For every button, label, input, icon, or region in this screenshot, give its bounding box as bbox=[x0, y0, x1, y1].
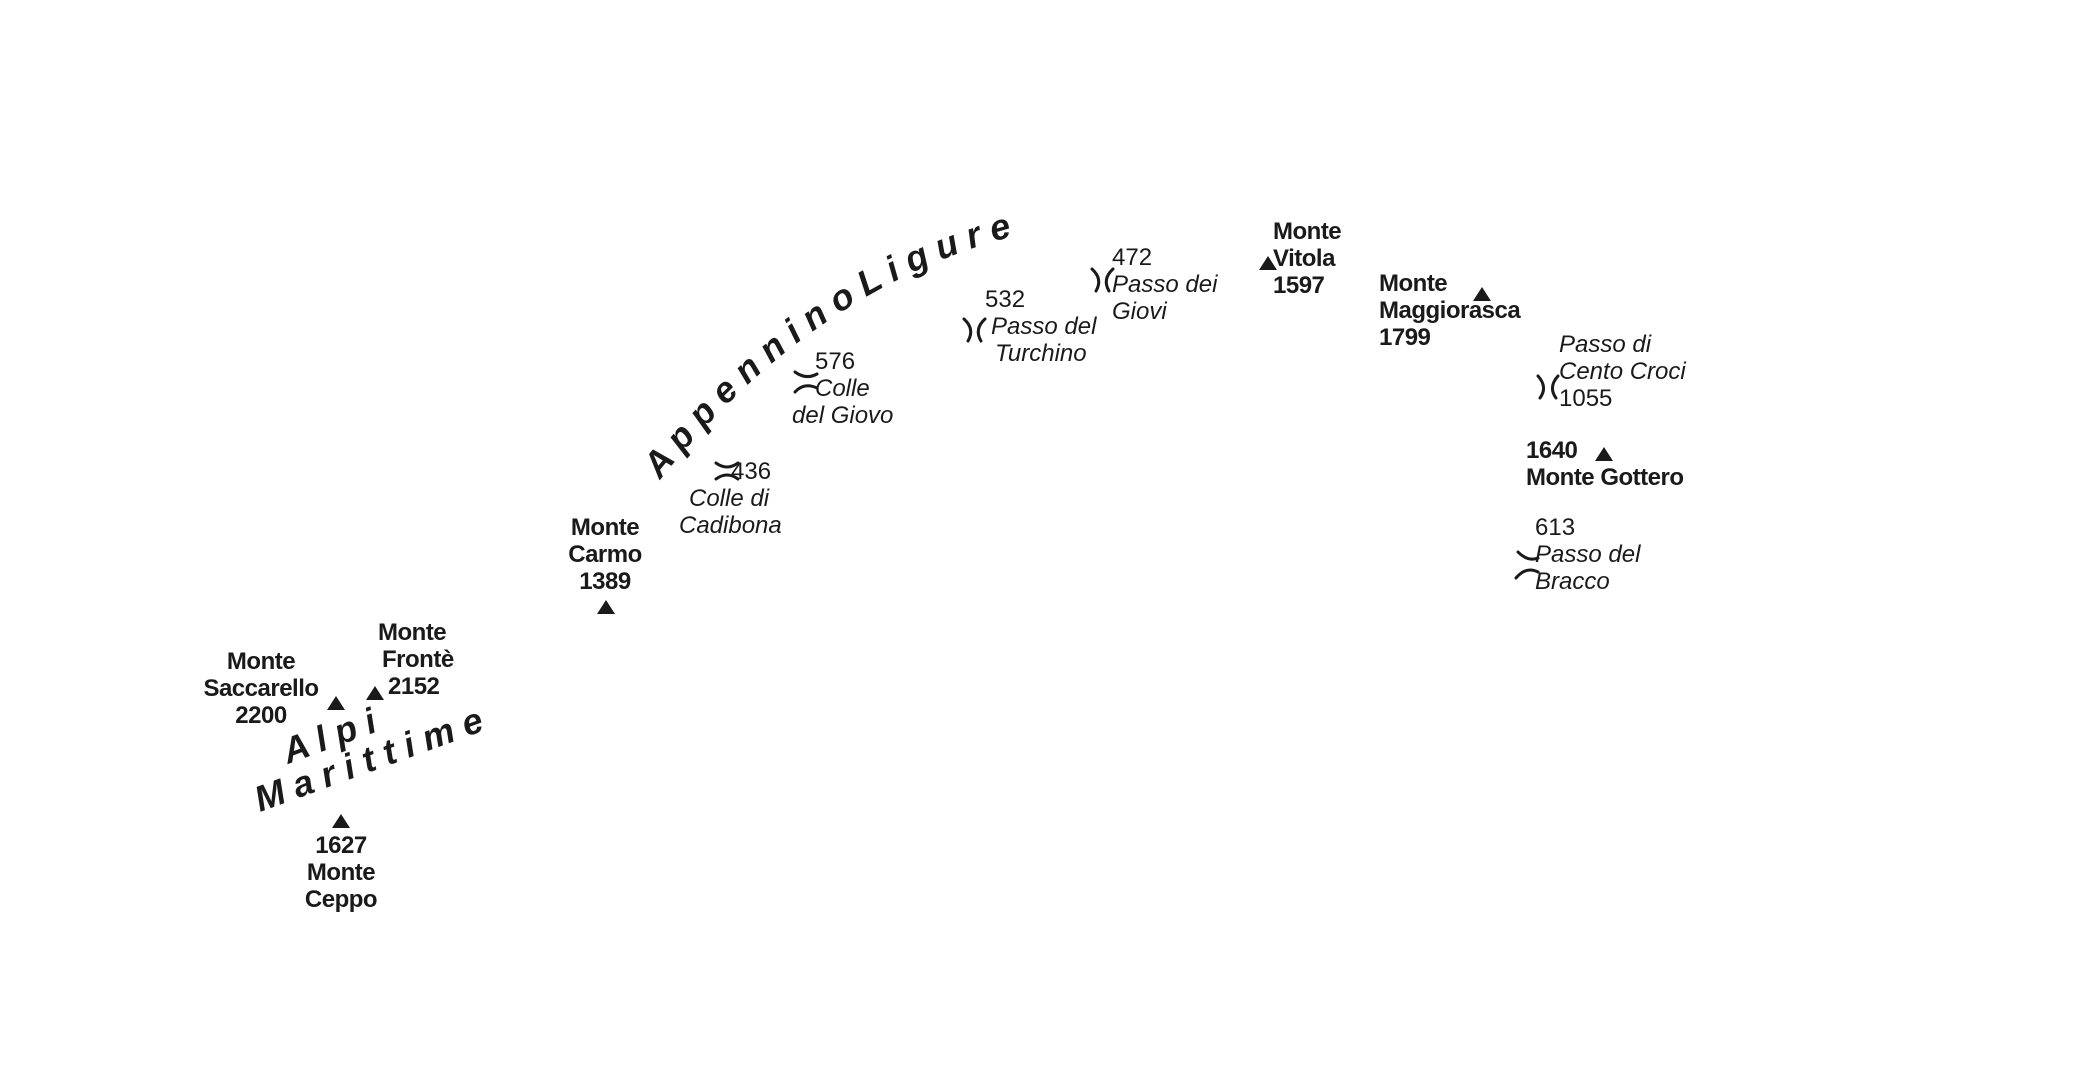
pass-giovi-elevation: 472 bbox=[1112, 244, 1153, 271]
peak-maggiorasca-line2: Maggiorasca bbox=[1379, 297, 1521, 324]
pass-cadibona-elevation: 436 bbox=[731, 458, 772, 485]
range-label-appennino-path: A p p e n n i n o L i g u r e bbox=[634, 204, 1015, 485]
pass-cento-croci-line1: Passo di bbox=[1559, 331, 1652, 358]
pass-giovo-elevation: 576 bbox=[815, 348, 856, 375]
pass-giovi-icon bbox=[1090, 267, 1115, 293]
pass-bracco-line1: Passo del bbox=[1535, 541, 1641, 568]
pass-cadibona-label: 436 Colle di Cadibona bbox=[679, 458, 782, 539]
peak-vitola-elevation: 1597 bbox=[1273, 272, 1325, 299]
peak-gottero-label: 1640 Monte Gottero bbox=[1526, 437, 1684, 491]
peak-gottero-icon bbox=[1595, 447, 1613, 461]
pass-turchino-icon bbox=[962, 317, 987, 343]
peak-vitola-line2: Vitola bbox=[1273, 245, 1335, 272]
peak-gottero-elevation: 1640 bbox=[1526, 437, 1578, 464]
peak-ceppo-icon bbox=[332, 814, 350, 828]
pass-cadibona-icon bbox=[714, 461, 740, 481]
peak-saccarello-line2: Saccarello bbox=[203, 675, 319, 702]
pass-turchino-line1: Passo del bbox=[991, 313, 1097, 340]
pass-giovi-line1: Passo dei bbox=[1112, 271, 1218, 298]
peak-carmo-icon bbox=[597, 600, 615, 614]
pass-cadibona-line2: Cadibona bbox=[679, 512, 782, 539]
pass-giovi-line2: Giovi bbox=[1112, 298, 1167, 325]
pass-bracco-elevation: 613 bbox=[1535, 514, 1576, 541]
peak-gottero-name: Monte Gottero bbox=[1526, 464, 1684, 491]
pass-cento-croci-icon bbox=[1536, 374, 1560, 400]
pass-turchino-line2: Turchino bbox=[995, 340, 1087, 367]
peak-ceppo-line1: Monte bbox=[306, 859, 376, 886]
pass-bracco-label: 613 Passo del Bracco bbox=[1535, 514, 1640, 595]
peak-vitola-icon bbox=[1259, 256, 1277, 270]
peak-maggiorasca-label: Monte Maggiorasca 1799 bbox=[1379, 270, 1521, 351]
peak-saccarello-label: Monte Saccarello 2200 bbox=[196, 648, 326, 729]
pass-giovo-icon bbox=[793, 370, 819, 394]
pass-giovo-line1: Colle bbox=[815, 375, 870, 402]
peak-maggiorasca-line1: Monte bbox=[1379, 270, 1448, 297]
peak-vitola-label: Monte Vitola 1597 bbox=[1273, 218, 1342, 299]
pass-bracco-line2: Bracco bbox=[1535, 568, 1610, 595]
peak-ceppo-label: 1627 Monte Ceppo bbox=[286, 832, 396, 913]
pass-cento-croci-elevation: 1055 bbox=[1559, 385, 1613, 412]
peak-vitola-line1: Monte bbox=[1273, 218, 1342, 245]
pass-turchino-label: 532 Passo del Turchino bbox=[985, 286, 1096, 367]
peak-maggiorasca-icon bbox=[1473, 287, 1491, 301]
peak-carmo-label: Monte Carmo 1389 bbox=[550, 514, 660, 595]
peak-fronte-line2: Frontè bbox=[382, 646, 454, 673]
pass-giovo-line2: del Giovo bbox=[792, 402, 894, 429]
pass-giovi-label: 472 Passo dei Giovi bbox=[1112, 244, 1217, 325]
peak-fronte-elevation: 2152 bbox=[388, 673, 440, 700]
peak-carmo-line1: Monte bbox=[570, 514, 640, 541]
peak-fronte-label: Monte Frontè 2152 bbox=[378, 619, 454, 700]
peak-fronte-line1: Monte bbox=[378, 619, 447, 646]
pass-bracco-icon bbox=[1514, 550, 1540, 580]
pass-giovo-label: 576 Colle del Giovo bbox=[792, 348, 893, 429]
peak-ceppo-line2: Ceppo bbox=[304, 886, 378, 913]
peak-fronte-icon bbox=[366, 686, 384, 700]
pass-turchino-elevation: 532 bbox=[985, 286, 1026, 313]
peak-saccarello-elevation: 2200 bbox=[235, 702, 287, 729]
pass-cento-croci-label: Passo di Cento Croci 1055 bbox=[1559, 331, 1686, 412]
range-label-appennino-ligure: A p p e n n i n o L i g u r e bbox=[634, 204, 1015, 485]
peak-saccarello-icon bbox=[327, 696, 345, 710]
peak-maggiorasca-elevation: 1799 bbox=[1379, 324, 1431, 351]
pass-cadibona-line1: Colle di bbox=[689, 485, 770, 512]
peak-carmo-line2: Carmo bbox=[568, 541, 642, 568]
pass-cento-croci-line2: Cento Croci bbox=[1559, 358, 1686, 385]
peak-saccarello-line1: Monte bbox=[226, 648, 296, 675]
peak-carmo-elevation: 1389 bbox=[579, 568, 631, 595]
peak-ceppo-elevation: 1627 bbox=[315, 832, 367, 859]
